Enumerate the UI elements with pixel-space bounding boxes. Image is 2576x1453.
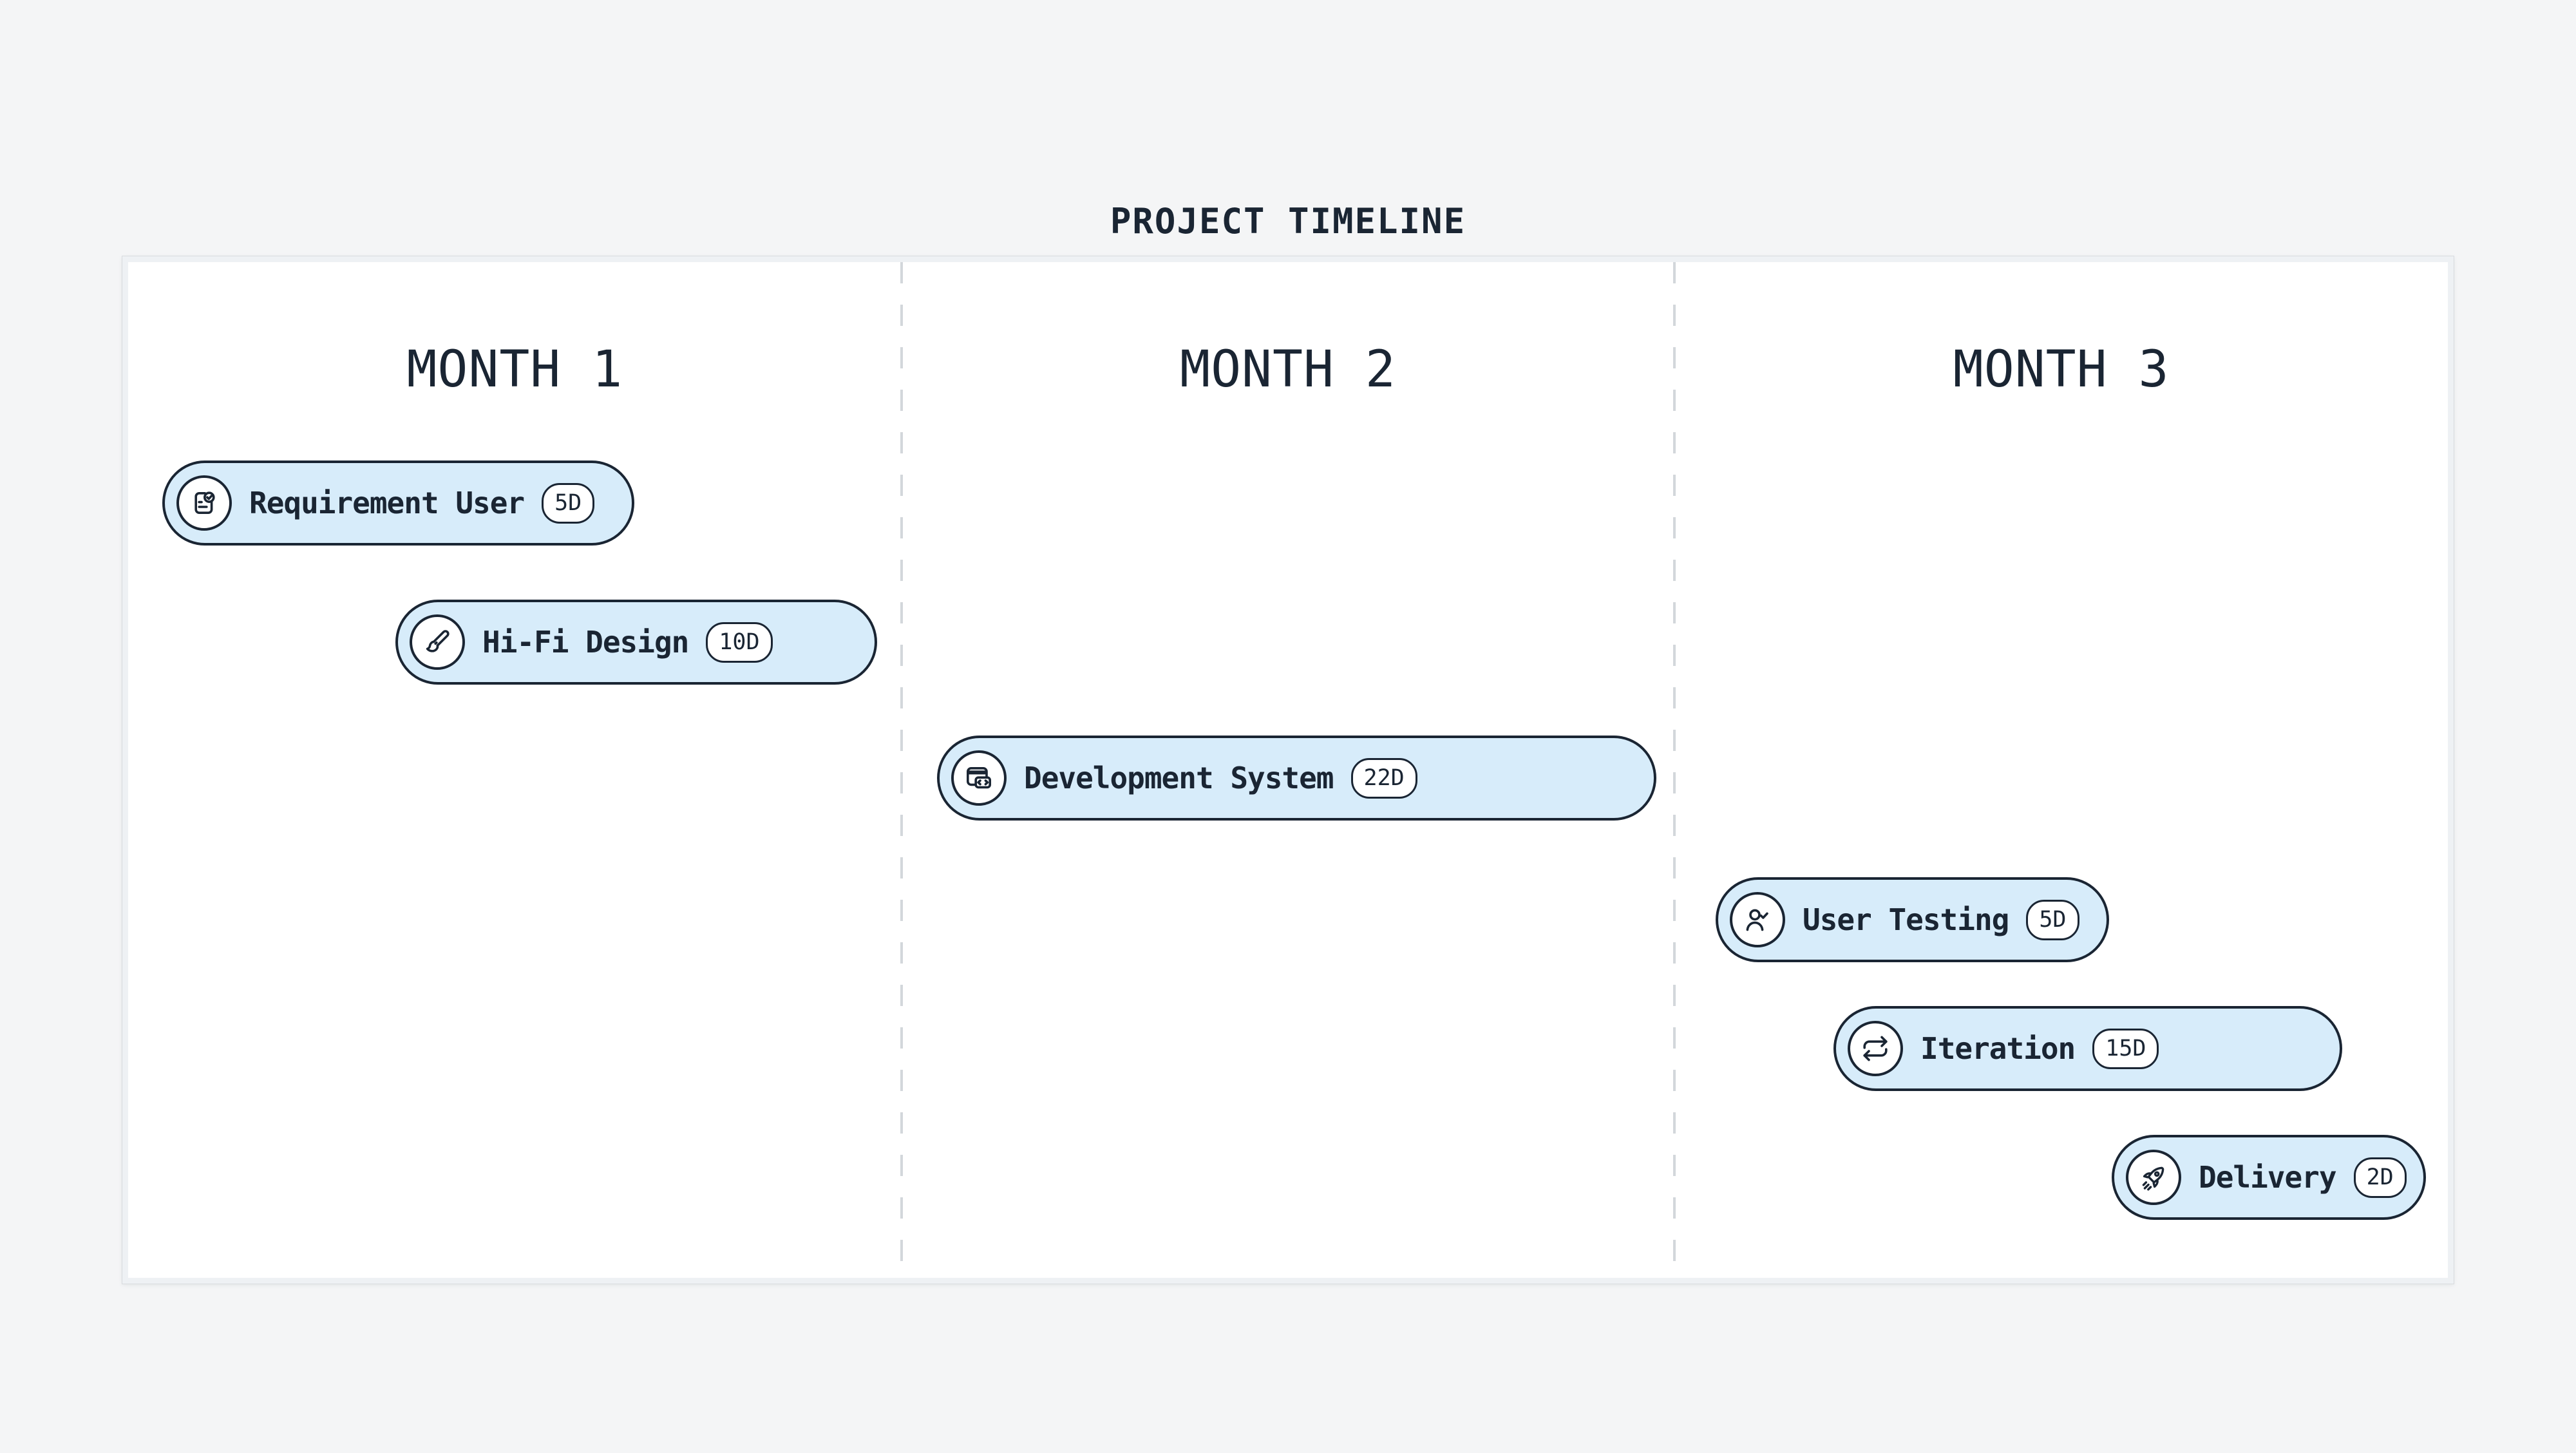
duration-badge: 15D [2092, 1028, 2159, 1069]
paintbrush-icon [410, 614, 465, 670]
task-pill-requirement-user: Requirement User 5D [162, 461, 634, 546]
month-header-3: MONTH 3 [1953, 341, 2170, 399]
repeat-icon [1848, 1021, 1903, 1076]
task-pill-iteration: Iteration 15D [1833, 1006, 2342, 1091]
month-header-1: MONTH 1 [406, 341, 623, 399]
duration-badge: 22D [1350, 757, 1417, 799]
column-divider [1673, 262, 1676, 1278]
task-label: Requirement User [249, 486, 525, 520]
column-divider [900, 262, 903, 1278]
page-title: PROJECT TIMELINE [1110, 201, 1466, 242]
duration-badge: 10D [706, 622, 773, 663]
task-pill-delivery: Delivery 2D [2112, 1135, 2426, 1220]
timeline-panel: MONTH 1 MONTH 2 MONTH 3 Requirement User 5D… [122, 256, 2454, 1284]
user-check-icon [1730, 892, 1785, 947]
duration-badge: 5D [2026, 899, 2079, 940]
task-pill-user-testing: User Testing 5D [1716, 877, 2109, 962]
task-label: Hi-Fi Design [482, 625, 689, 660]
task-label: User Testing [1803, 902, 2009, 937]
task-label: Delivery [2199, 1160, 2337, 1195]
duration-badge: 2D [2353, 1157, 2407, 1198]
rocket-icon [2126, 1150, 2181, 1205]
task-label: Iteration [1920, 1031, 2076, 1066]
task-pill-hi-fi-design: Hi-Fi Design 10D [395, 600, 877, 685]
task-pill-development-system: Development System 22D [937, 736, 1656, 821]
window-code-icon [951, 750, 1007, 806]
document-check-icon [176, 475, 232, 531]
task-label: Development System [1024, 761, 1334, 795]
duration-badge: 5D [542, 482, 595, 524]
month-header-2: MONTH 2 [1180, 341, 1396, 399]
